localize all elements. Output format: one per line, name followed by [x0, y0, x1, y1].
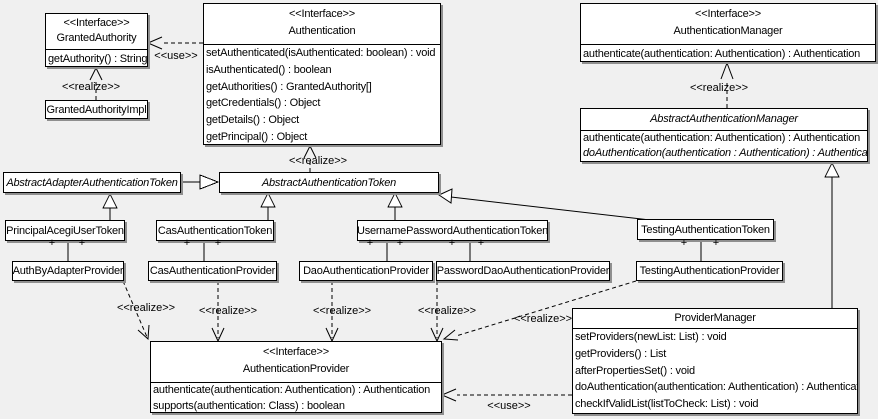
class-box-abstract-adapter-authentication-token: AbstractAdapterAuthenticationToken: [3, 172, 181, 193]
association-lines: [67, 240, 702, 261]
method: getAuthorities() : GrantedAuthority[]: [206, 80, 372, 93]
method: getAuthority() : String: [48, 53, 147, 65]
class-box-granted-authority-impl: GrantedAuthorityImpl: [45, 100, 148, 119]
realize-label: <<realize>>: [513, 313, 573, 325]
class-box-testing-authentication-provider: TestingAuthenticationProvider: [636, 261, 783, 281]
multiplicity-label: +: [448, 237, 456, 249]
realize-label: <<realize>>: [61, 81, 121, 93]
stereotype-label: <<Interface>>: [289, 8, 355, 20]
realize-label: <<realize>>: [312, 305, 372, 317]
realize-label: <<realize>>: [116, 302, 176, 314]
multiplicity-label: +: [712, 237, 720, 249]
class-name: AuthenticationProvider: [242, 363, 350, 375]
class-box-granted-authority: <<Interface>> GrantedAuthority getAuthor…: [45, 13, 148, 67]
class-box-testing-authentication-token: TestingAuthenticationToken: [637, 219, 774, 240]
stereotype-label: <<Interface>>: [263, 346, 329, 358]
multiplicity-label: +: [477, 237, 485, 249]
method: afterPropertiesSet() : void: [575, 364, 695, 377]
method: doAuthentication(authentication : Authen…: [583, 147, 867, 159]
generalization-cas-token: [260, 191, 276, 220]
method: getCredentials() : Object: [206, 97, 321, 110]
method: getPrincipal() : Object: [206, 130, 308, 143]
class-box-abstract-authentication-token: AbstractAuthenticationToken: [219, 172, 439, 193]
generalization-testing-token: [437, 188, 651, 221]
class-name: AbstractAdapterAuthenticationToken: [6, 176, 178, 189]
class-box-auth-by-adapter-provider: AuthByAdapterProvider: [12, 261, 124, 281]
class-box-authentication: <<Interface>> Authentication setAuthenti…: [203, 3, 441, 145]
stereotype-label: <<Interface>>: [63, 17, 130, 29]
class-name: DaoAuthenticationProvider: [303, 265, 429, 277]
realize-label: <<realize>>: [417, 305, 477, 317]
generalization-provider-manager: [824, 161, 840, 308]
method: authenticate(authentication: Authenticat…: [583, 48, 861, 60]
method: isAuthenticated() : boolean: [206, 63, 332, 76]
realize-use-lines: [95, 42, 728, 396]
method: checkIfValidList(listToCheck: List) : vo…: [575, 398, 759, 411]
generalization-usernamepassword-token: [387, 191, 403, 220]
method: getDetails() : Object: [206, 114, 300, 127]
class-name: TestingAuthenticationProvider: [639, 265, 780, 277]
method: authenticate(authentication: Authenticat…: [583, 132, 861, 144]
class-name: GrantedAuthority: [56, 32, 137, 44]
class-box-dao-authentication-provider: DaoAuthenticationProvider: [299, 261, 433, 281]
multiplicity-label: +: [680, 237, 688, 249]
multiplicity-label: +: [396, 237, 404, 249]
class-name: GrantedAuthorityImpl: [46, 103, 147, 116]
class-box-authentication-manager: <<Interface>> AuthenticationManager auth…: [580, 3, 876, 62]
class-name: ProviderManager: [573, 309, 857, 329]
class-name: AuthByAdapterProvider: [12, 265, 124, 277]
class-name: CasAuthenticationProvider: [149, 265, 276, 277]
class-name: AuthenticationManager: [673, 25, 783, 37]
multiplicity-label: +: [214, 237, 222, 249]
class-box-password-dao-authentication-provider: PasswordDaoAuthenticationProvider: [436, 261, 610, 281]
class-box-principal-acegi-user-token: PrincipalAcegiUserToken: [5, 220, 125, 241]
realize-label: <<realize>>: [198, 305, 258, 317]
class-name: UsernamePasswordAuthenticationToken: [357, 224, 548, 237]
class-name: PasswordDaoAuthenticationProvider: [436, 265, 610, 277]
class-name: AbstractAuthenticationToken: [261, 176, 397, 189]
realize-label: <<realize>>: [288, 155, 348, 167]
multiplicity-label: +: [366, 237, 374, 249]
stereotype-label: <<Interface>>: [695, 8, 761, 20]
open-arrowheads: [89, 36, 734, 402]
class-box-username-password-authentication-token: UsernamePasswordAuthenticationToken: [357, 220, 548, 241]
multiplicity-label: +: [78, 237, 86, 249]
class-box-authentication-provider: <<Interface>> AuthenticationProvider aut…: [150, 341, 442, 413]
method: setAuthenticated(isAuthenticated: boolea…: [206, 47, 436, 59]
class-name: PrincipalAcegiUserToken: [6, 224, 124, 237]
realize-label: <<realize>>: [689, 82, 749, 94]
multiplicity-label: +: [48, 237, 56, 249]
class-name: AbstractAuthenticationManager: [581, 109, 867, 131]
use-label: <<use>>: [487, 400, 531, 412]
class-name: Authentication: [288, 25, 356, 37]
generalization-adapter-token-to-abstract-token: [181, 174, 220, 190]
method: authenticate(authentication: Authenticat…: [153, 384, 431, 396]
method: doAuthentication(authentication: Authent…: [575, 381, 857, 394]
use-label: <<use>>: [154, 50, 198, 62]
method: supports(authentication: Class) : boolea…: [153, 399, 345, 412]
generalization-principal-token: [102, 192, 118, 220]
multiplicity-label: +: [183, 237, 191, 249]
method: getProviders() : List: [575, 347, 667, 360]
class-name: CasAuthenticationToken: [157, 224, 273, 237]
class-box-cas-authentication-provider: CasAuthenticationProvider: [148, 261, 277, 281]
method: setProviders(newList: List) : void: [575, 331, 727, 343]
class-box-provider-manager: ProviderManager setProviders(newList: Li…: [572, 308, 858, 414]
class-name: TestingAuthenticationToken: [641, 223, 770, 236]
class-box-abstract-authentication-manager: AbstractAuthenticationManager authentica…: [580, 108, 868, 162]
class-box-cas-authentication-token: CasAuthenticationToken: [156, 220, 274, 241]
